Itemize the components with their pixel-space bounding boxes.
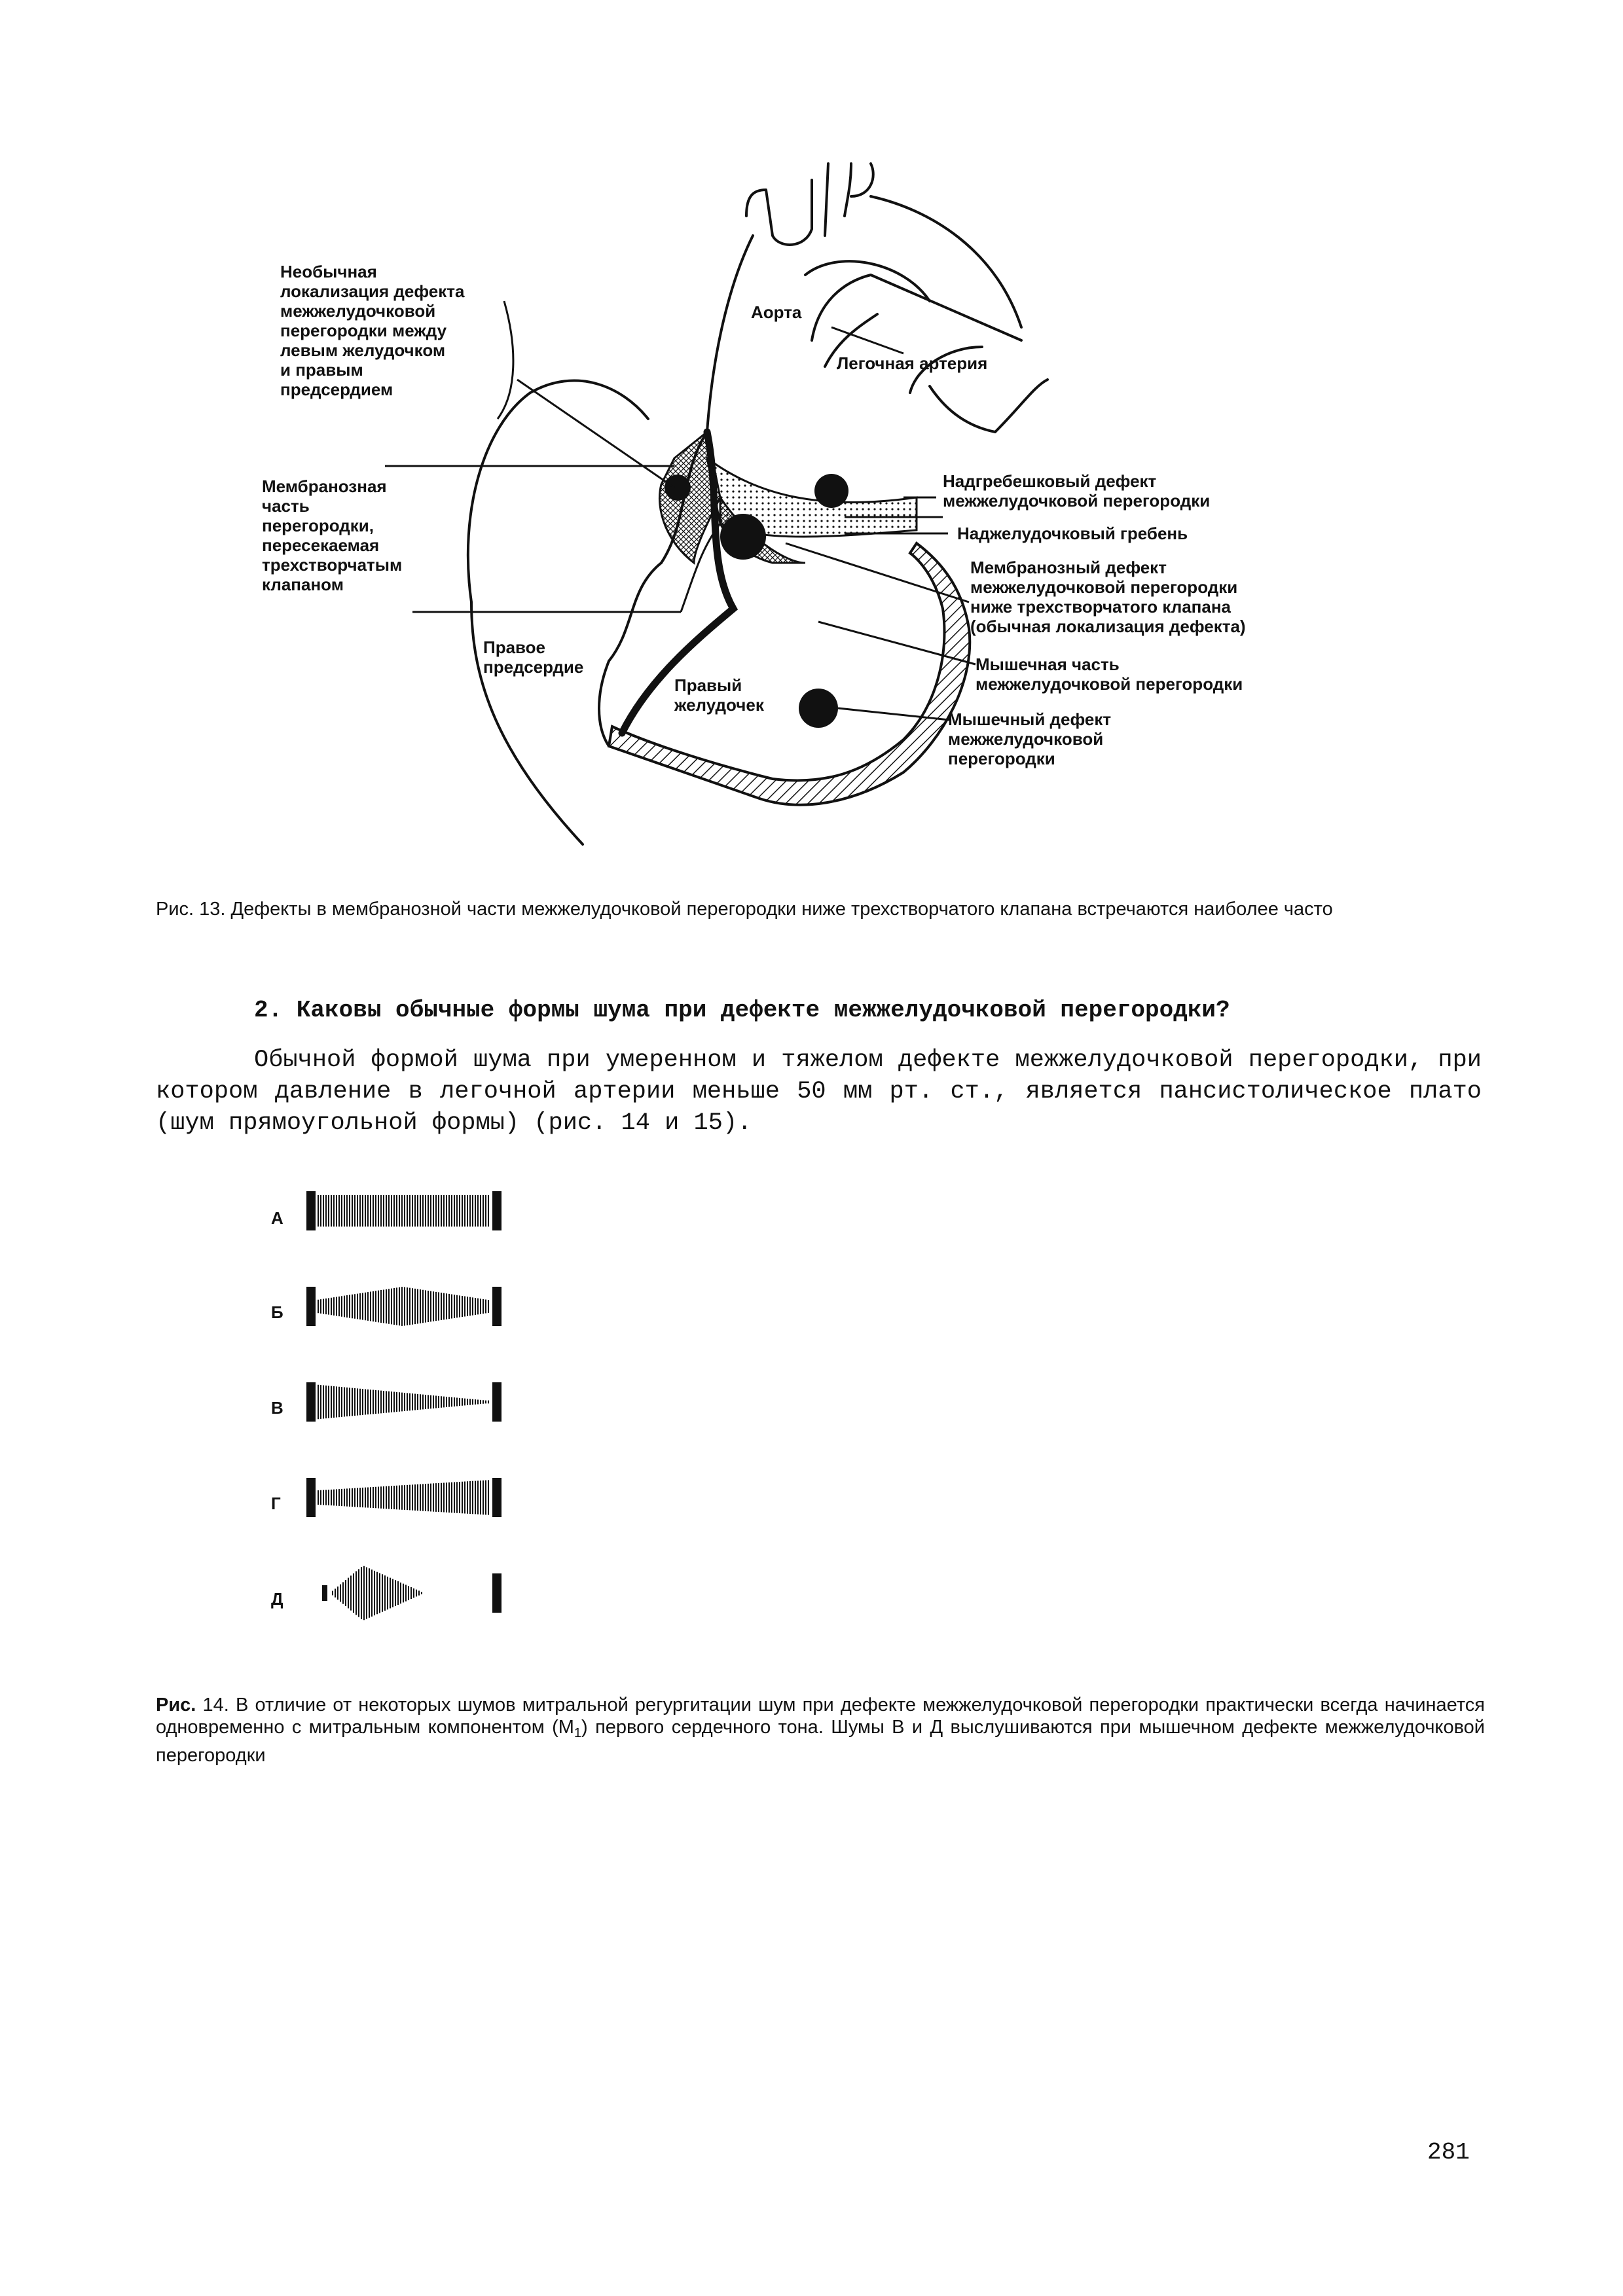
murmur-label-b: Б bbox=[271, 1302, 283, 1322]
page-number: 281 bbox=[1427, 2139, 1470, 2166]
figure14-caption: Рис. 14. В отличие от некоторых шумов ми… bbox=[156, 1695, 1485, 1766]
label-right-atrium: Правое предсердие bbox=[483, 637, 584, 677]
second-heart-sound bbox=[492, 1191, 501, 1230]
murmur-label-v: В bbox=[271, 1398, 283, 1418]
murmur-waveform bbox=[332, 1566, 422, 1621]
label-aorta: Аорта bbox=[751, 302, 802, 322]
murmur-waveform bbox=[318, 1287, 489, 1326]
label-pulmonary-artery: Легочная артерия bbox=[837, 353, 988, 373]
second-heart-sound bbox=[492, 1573, 501, 1613]
membranous-defect-dot bbox=[720, 514, 766, 560]
first-heart-sound bbox=[306, 1382, 316, 1422]
murmur-early-diamond bbox=[322, 1566, 501, 1621]
label-right-ventricle: Правый желудочек bbox=[674, 675, 764, 715]
unusual-defect-dot bbox=[665, 475, 691, 501]
first-heart-sound bbox=[322, 1585, 327, 1601]
label-muscular-defect: Мышечный дефект межжелудочковой перегоро… bbox=[948, 709, 1112, 768]
section-heading: 2. Каковы обычные формы шума при дефекте… bbox=[254, 997, 1230, 1024]
murmur-label-d: Д bbox=[271, 1589, 283, 1609]
murmur-waveform bbox=[318, 1195, 489, 1227]
murmur-label-g: Г bbox=[271, 1494, 281, 1513]
murmur-decrescendo bbox=[306, 1382, 501, 1422]
heart-diagram bbox=[385, 162, 1049, 846]
figure13-caption: Рис. 13. Дефекты в мембранозной части ме… bbox=[156, 899, 1333, 920]
murmur-label-a: А bbox=[271, 1208, 283, 1228]
second-heart-sound bbox=[492, 1382, 501, 1422]
section-paragraph: Обычной формой шума при умеренном и тяже… bbox=[156, 1047, 1482, 1137]
label-muscular-part: Мышечная часть межжелудочковой перегород… bbox=[976, 655, 1243, 694]
murmur-crescendo bbox=[306, 1478, 501, 1517]
first-heart-sound bbox=[306, 1191, 316, 1230]
murmur-crescendo-decrescendo bbox=[306, 1287, 501, 1326]
label-membranous-defect: Мембранозный дефект межжелудочковой пере… bbox=[970, 558, 1246, 636]
supracristal-defect-dot bbox=[814, 474, 848, 508]
murmur-waveform bbox=[318, 1384, 489, 1420]
murmur-diagrams bbox=[306, 1191, 501, 1621]
second-heart-sound bbox=[492, 1478, 501, 1517]
first-heart-sound bbox=[306, 1287, 316, 1326]
label-supraventricular-crest: Наджелудочковый гребень bbox=[957, 524, 1188, 543]
label-supracristal-defect: Надгребешковый дефект межжелудочковой пе… bbox=[943, 471, 1211, 511]
second-heart-sound bbox=[492, 1287, 501, 1326]
murmur-waveform bbox=[318, 1480, 489, 1515]
label-unusual-defect: Необычная локализация дефекта межжелудоч… bbox=[280, 262, 465, 399]
muscular-defect-dot bbox=[799, 689, 838, 728]
label-membranous-part: Мембранозная часть перегородки, пересека… bbox=[262, 476, 403, 594]
first-heart-sound bbox=[306, 1478, 316, 1517]
murmur-plateau bbox=[306, 1191, 501, 1230]
